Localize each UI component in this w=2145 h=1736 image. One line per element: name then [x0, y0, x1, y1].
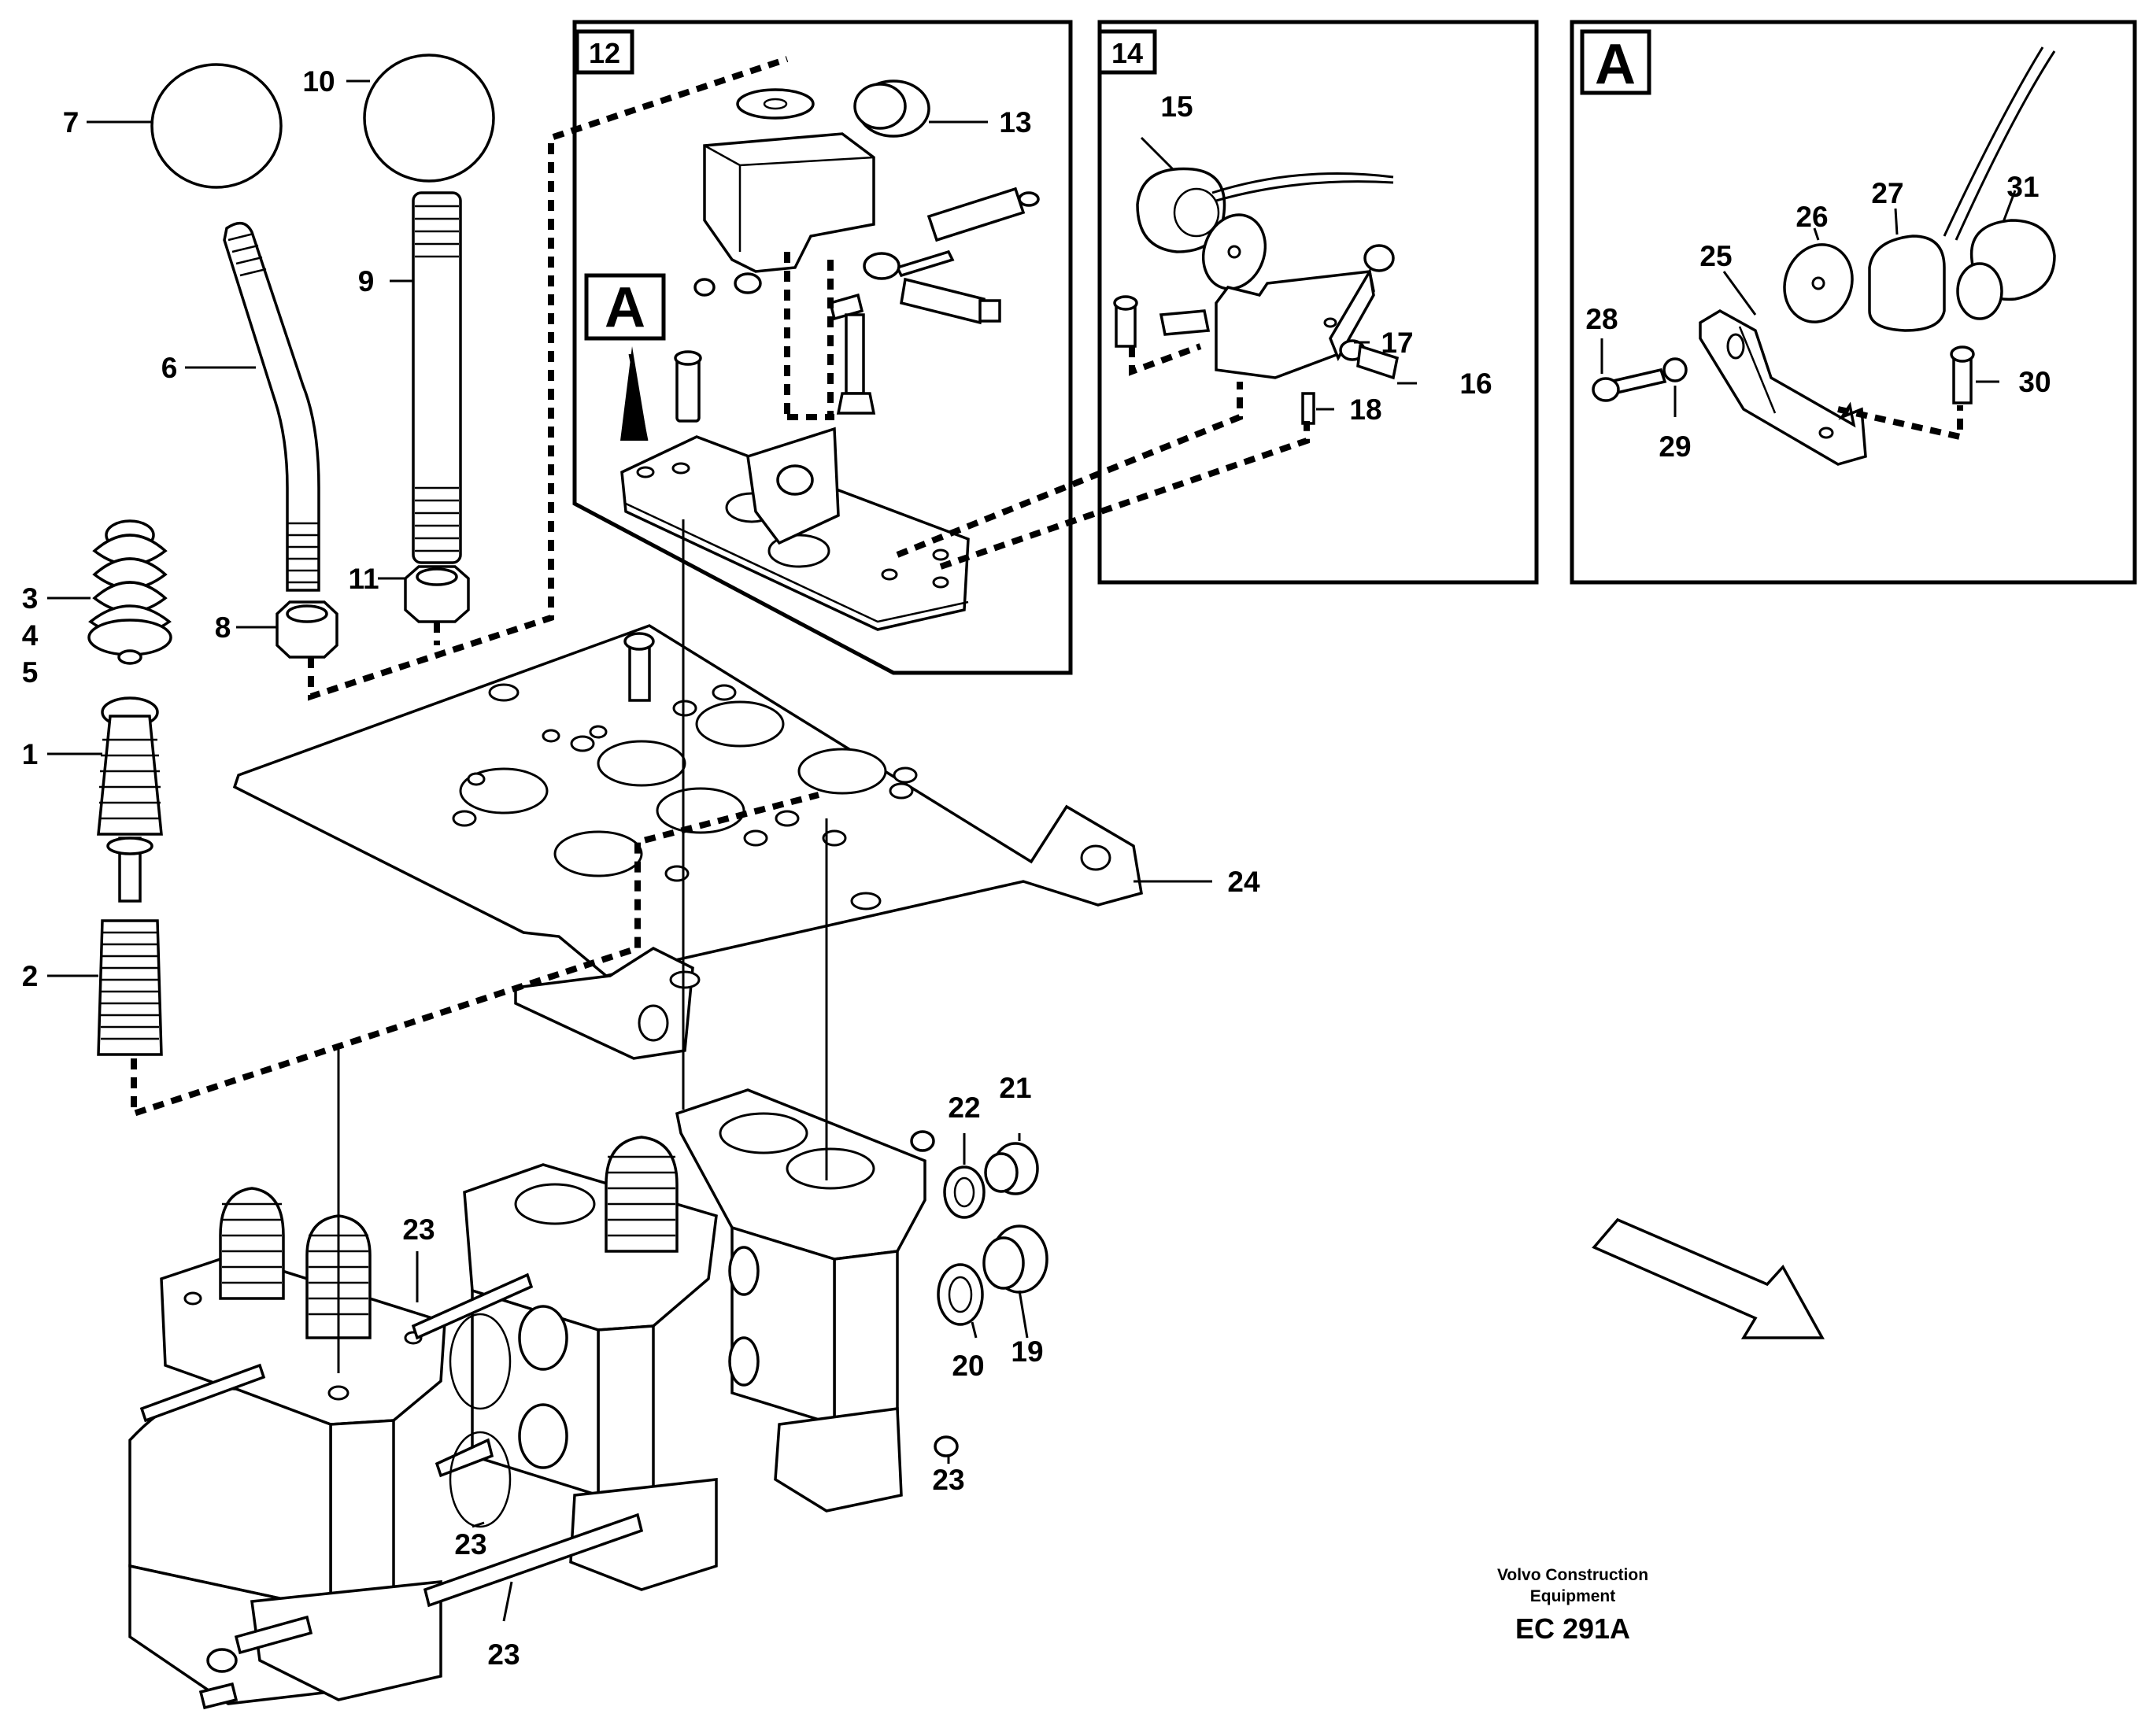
callout-23-middle: 23 [454, 1528, 486, 1561]
callout-26: 26 [1796, 201, 1828, 233]
callout-15: 15 [1160, 90, 1193, 123]
detail-frame-12: 12 [572, 20, 1073, 675]
pointer-A-label: A [605, 276, 645, 339]
callout-31: 31 [2006, 171, 2039, 203]
detail-12-parts [620, 79, 1040, 631]
callout-4: 4 [22, 619, 39, 652]
callout-9: 9 [358, 265, 375, 297]
valve-block-middle [463, 1136, 718, 1591]
callout-16: 16 [1459, 368, 1492, 400]
callout-25: 25 [1699, 240, 1732, 272]
callout-numbers: 7 10 6 9 8 11 3 4 5 1 2 13 15 17 16 18 2… [22, 65, 2051, 1671]
callout-3: 3 [22, 582, 39, 615]
plug-21 [984, 1142, 1039, 1195]
callout-10: 10 [302, 65, 335, 98]
detail-frame-14: 14 [1097, 20, 1539, 585]
callout-24: 24 [1227, 866, 1260, 898]
callout-28: 28 [1585, 303, 1618, 335]
nut-8 [276, 600, 338, 659]
spring-2 [97, 919, 163, 1056]
detail-frame-A: A [1570, 20, 2137, 585]
callout-5: 5 [22, 656, 39, 689]
callout-13: 13 [999, 106, 1031, 139]
callout-29: 29 [1659, 430, 1691, 463]
callout-23-bottom: 23 [487, 1638, 520, 1671]
manufacturer-line-1: Volvo Construction [1497, 1566, 1648, 1584]
callout-30: 30 [2018, 366, 2051, 398]
callout-20: 20 [952, 1350, 984, 1382]
o-rings [449, 1313, 512, 1528]
detail-label-A: A [1595, 33, 1636, 96]
seal-22 [943, 1165, 986, 1219]
callout-8: 8 [215, 611, 231, 644]
callout-17: 17 [1381, 327, 1413, 359]
manufacturer-line-2: Equipment [1530, 1587, 1616, 1605]
knob-10 [363, 54, 495, 183]
detail-14-parts [1113, 167, 1400, 425]
mounting-plate-24 [232, 624, 1143, 1060]
callout-21: 21 [999, 1072, 1031, 1104]
valve-block-rear [675, 1088, 926, 1513]
knob-7 [150, 63, 283, 189]
seal-20 [937, 1263, 984, 1326]
detail-label-14: 14 [1111, 37, 1143, 69]
leader-thin-connectors [337, 519, 828, 1373]
callout-18: 18 [1349, 393, 1381, 426]
callout-27: 27 [1871, 177, 1903, 209]
callout-22: 22 [948, 1091, 980, 1124]
bent-lever-6 [223, 221, 320, 592]
callout-leaders [47, 79, 2017, 1622]
callout-2: 2 [22, 960, 39, 992]
callout-19: 19 [1011, 1335, 1043, 1368]
callout-1: 1 [22, 738, 39, 770]
front-direction-arrow [1592, 1217, 1825, 1339]
callout-23-right: 23 [932, 1464, 964, 1496]
dashed-connectors [131, 56, 1963, 1118]
plunger-1 [97, 696, 163, 903]
spring-assembly-3-4-5 [87, 519, 172, 665]
callout-23-top: 23 [402, 1213, 435, 1246]
valve-block-front [128, 1187, 446, 1705]
detail-A-parts [1592, 46, 2056, 466]
callout-6: 6 [161, 352, 178, 384]
plug-19 [982, 1224, 1048, 1294]
drawing-code: EC 291A [1515, 1612, 1630, 1645]
straight-lever-9 [412, 191, 462, 564]
callout-11: 11 [348, 563, 379, 595]
callout-7: 7 [63, 106, 80, 139]
tie-rods-23 [139, 1130, 959, 1710]
nut-11 [404, 565, 470, 623]
footer-caption: Volvo Construction Equipment EC 291A [1497, 1566, 1648, 1645]
detail-label-12: 12 [589, 37, 620, 69]
pointer-A: A [584, 273, 666, 441]
